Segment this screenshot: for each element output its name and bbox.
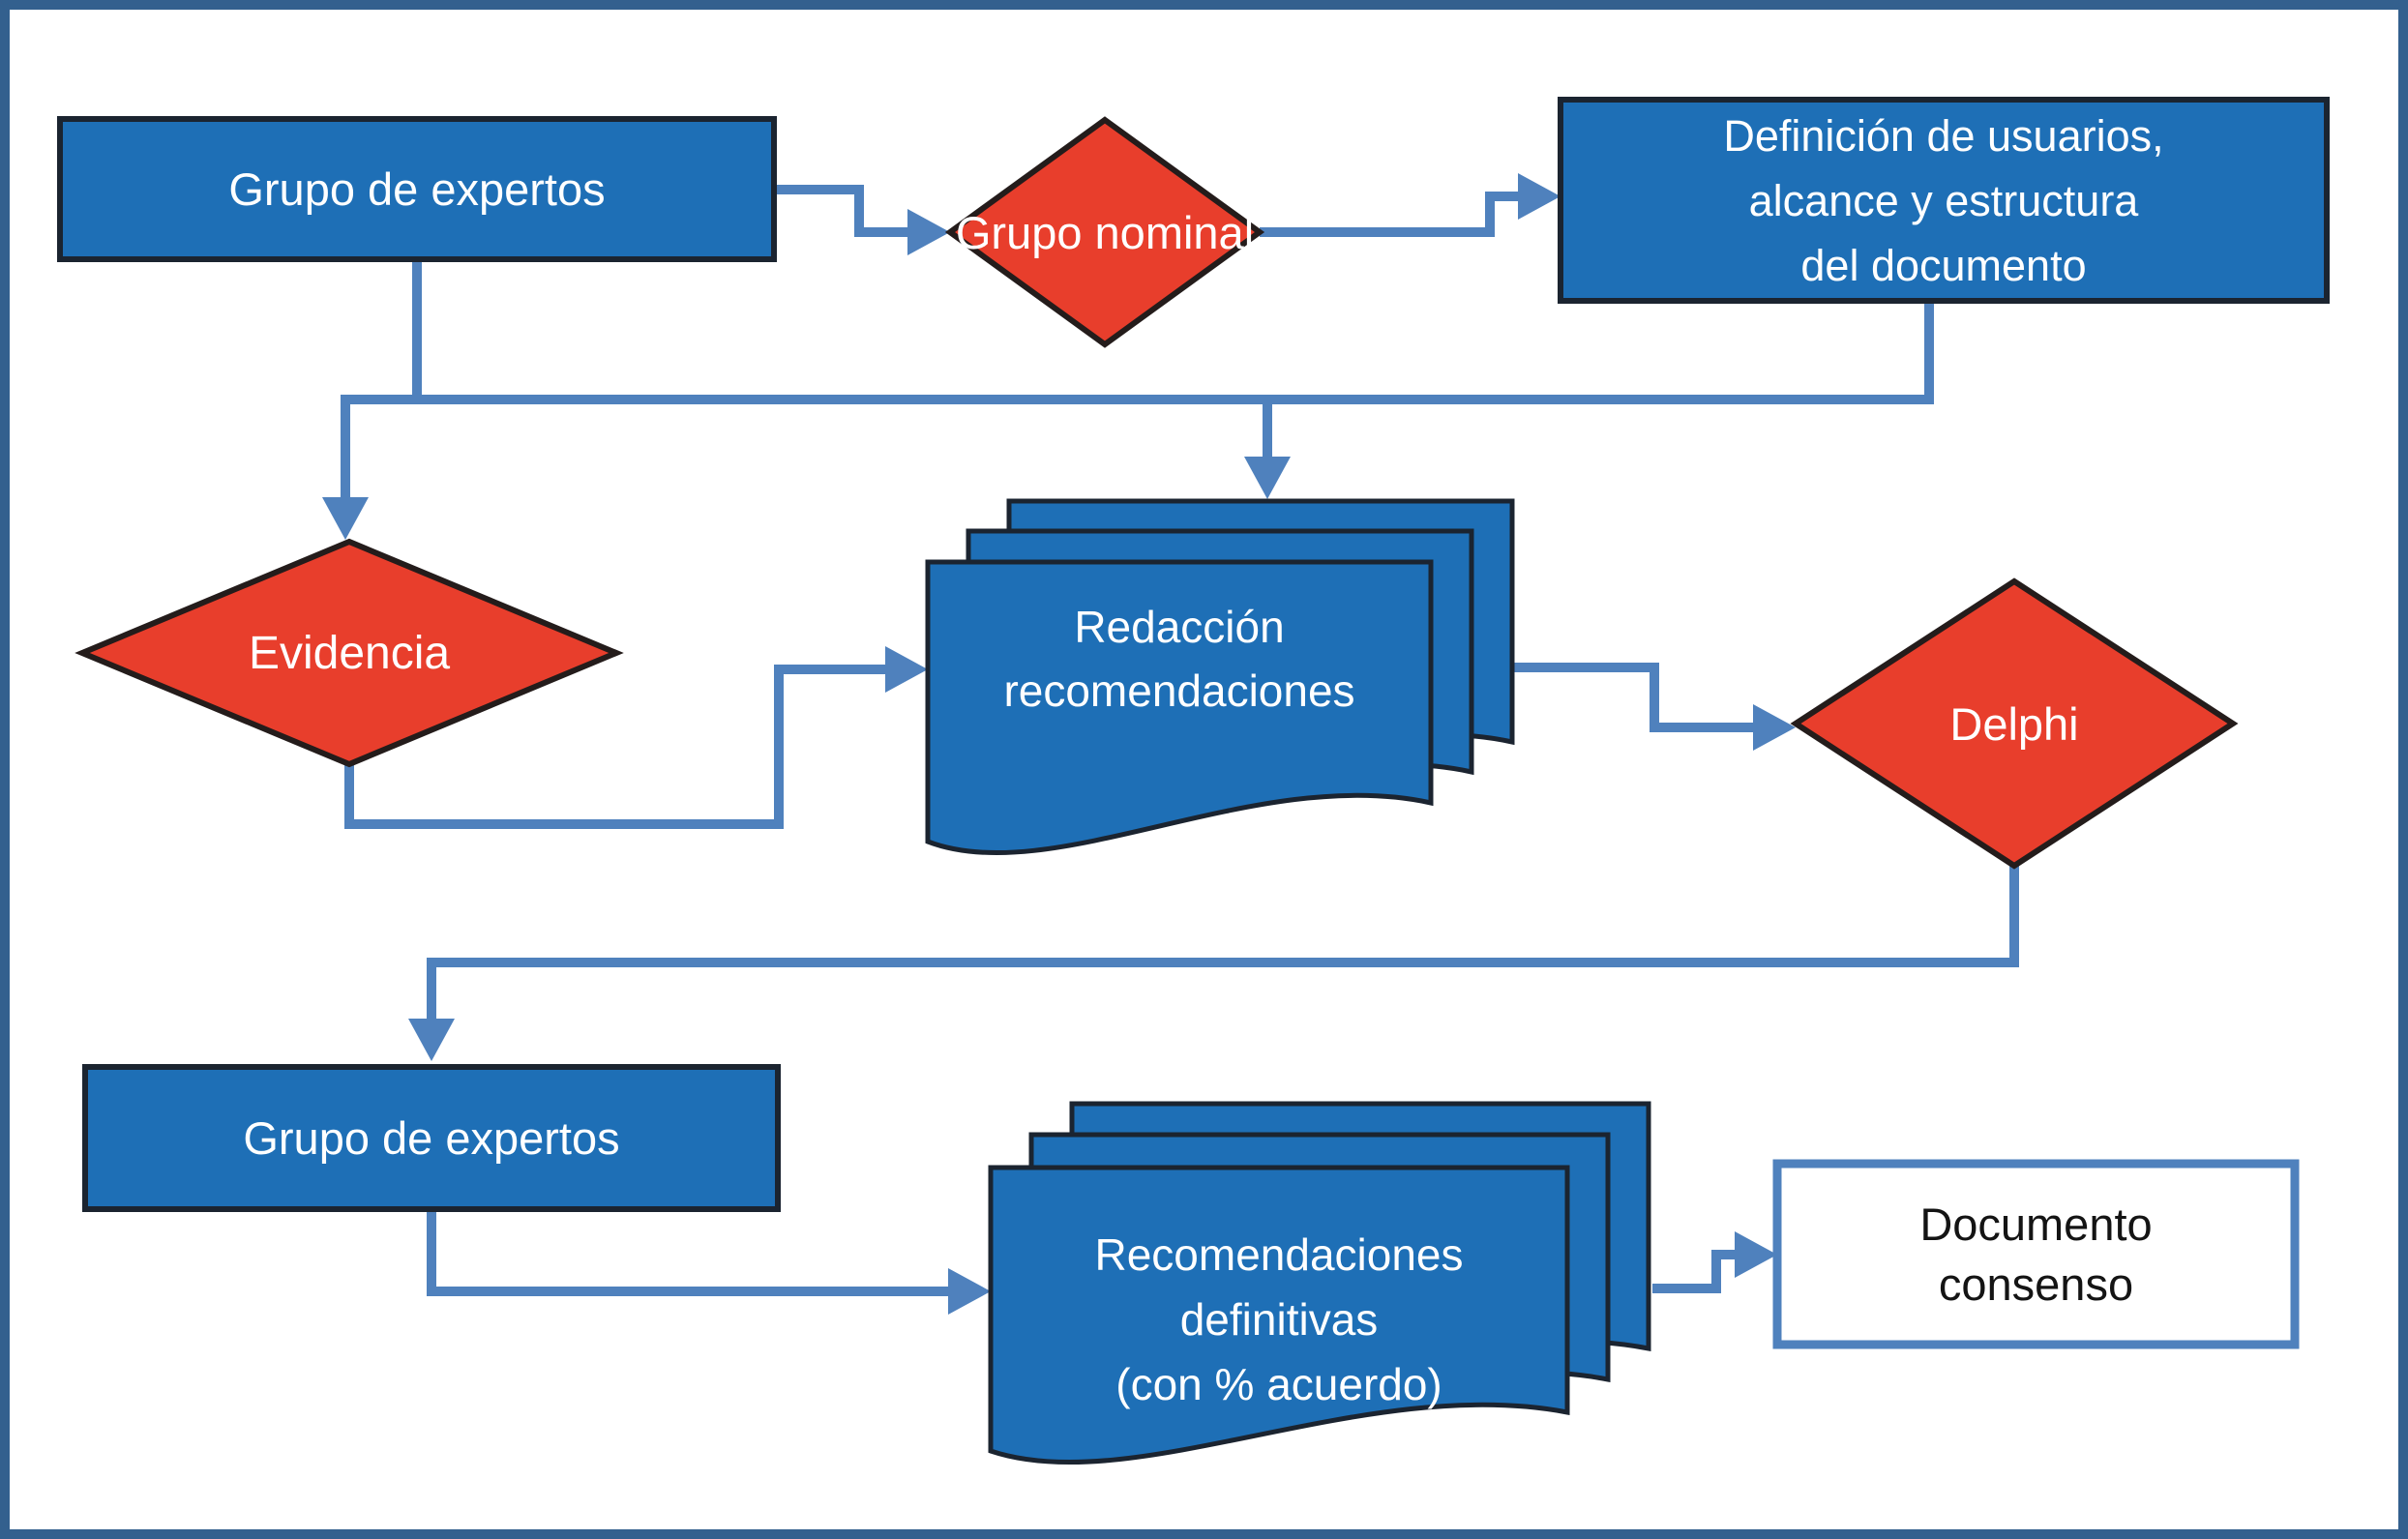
- final-stack-front-sheet: [988, 1165, 1570, 1465]
- arrowhead-into-final-stack: [948, 1268, 991, 1315]
- arrowhead-into-evidence: [322, 497, 369, 540]
- node-delphi-shape: [1790, 577, 2239, 870]
- arrowhead-into-delphi: [1753, 704, 1796, 751]
- arrowhead-into-definition-box: [1518, 173, 1561, 220]
- edge-delphi-to-expert-bottom: [427, 864, 2019, 1019]
- arrowhead-into-consensus-box: [1735, 1231, 1777, 1278]
- node-evidence-shape: [74, 538, 624, 768]
- edge-draft-to-delphi: [1512, 663, 1753, 732]
- edge-nominal-to-definition: [1260, 192, 1518, 237]
- node-consensus-document-shape: [1772, 1159, 2300, 1349]
- node-expert-group-bottom-shape: [82, 1064, 781, 1212]
- node-expert-group-top-shape: [57, 116, 777, 262]
- node-definition-box-shape: [1558, 97, 2330, 304]
- draft-stack-front-sheet: [925, 559, 1434, 856]
- edge-expert-top-to-nominal: [774, 185, 907, 237]
- arrowhead-into-draft-stack-top: [1244, 457, 1291, 499]
- edge-evidence-to-draft: [344, 665, 885, 829]
- arrowhead-into-nominal-group: [907, 209, 950, 255]
- edge-final-to-consensus: [1652, 1250, 1735, 1293]
- node-nominal-group-shape: [944, 116, 1265, 348]
- edge-expert-bottom-to-final: [427, 1209, 948, 1296]
- arrowhead-into-draft-stack-left: [885, 646, 928, 693]
- arrowhead-into-expert-bottom: [408, 1019, 455, 1061]
